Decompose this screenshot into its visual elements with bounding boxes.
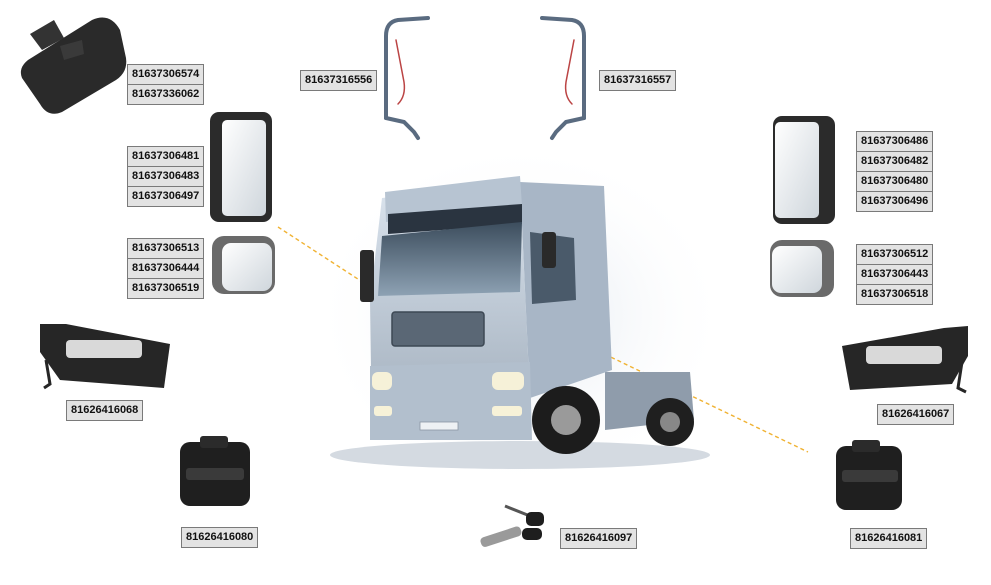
- main-mirror-left-icon: [210, 112, 272, 222]
- label-group-wide-mirror-left: 81637306513 81637306444 81637306519: [127, 238, 205, 299]
- part-number-label: 81637306483: [127, 166, 205, 187]
- part-number-label-outer-handle-left: 81626416080: [181, 527, 259, 548]
- part-number-label-outer-handle-right: 81626416081: [850, 528, 928, 549]
- part-number-label: 81637306497: [127, 186, 205, 207]
- label-group-mirror-cover: 81637306574 81637336062: [127, 64, 205, 105]
- leader-line-left: [277, 226, 365, 284]
- part-number-label: 81637306496: [856, 191, 934, 212]
- part-number-label: 81637306518: [856, 284, 934, 305]
- part-number-label: 81637306486: [856, 131, 934, 152]
- part-number-label-inner-handle-left: 81626416068: [66, 400, 144, 421]
- wide-angle-mirror-right-icon: [770, 240, 834, 297]
- mirror-cover-icon: [20, 17, 127, 114]
- part-number-label-inner-handle-right: 81626416067: [877, 404, 955, 425]
- wide-angle-mirror-left-icon: [212, 236, 275, 294]
- part-number-label: 81637336062: [127, 84, 205, 105]
- part-number-label: 81637306443: [856, 264, 934, 285]
- mirror-bracket-left-icon: [384, 16, 430, 140]
- part-number-label: 81637306444: [127, 258, 205, 279]
- label-group-wide-mirror-right: 81637306512 81637306443 81637306518: [856, 244, 934, 305]
- part-number-label: 81637306513: [127, 238, 205, 259]
- label-group-main-mirror-left: 81637306481 81637306483 81637306497: [127, 146, 205, 207]
- part-number-label: 81637306480: [856, 171, 934, 192]
- mirror-bracket-right-icon: [540, 16, 586, 140]
- part-number-label: 81637306481: [127, 146, 205, 167]
- part-number-label-bracket-left: 81637316556: [300, 70, 378, 91]
- inner-door-handle-left-icon: [40, 324, 170, 390]
- part-number-label-lock-keys: 81626416097: [560, 528, 638, 549]
- label-group-main-mirror-right: 81637306486 81637306482 81637306480 8163…: [856, 131, 934, 212]
- part-number-label-bracket-right: 81637316557: [599, 70, 677, 91]
- part-number-label: 81637306519: [127, 278, 205, 299]
- part-number-label: 81637306512: [856, 244, 934, 265]
- inner-door-handle-right-icon: [842, 326, 968, 394]
- main-mirror-right-icon: [773, 116, 835, 224]
- outer-door-handle-left-icon: [180, 436, 250, 506]
- part-number-label: 81637306574: [127, 64, 205, 85]
- truck-cab-image: [330, 176, 710, 469]
- outer-door-handle-right-icon: [836, 440, 902, 510]
- lock-and-keys-icon: [480, 504, 544, 547]
- part-number-label: 81637306482: [856, 151, 934, 172]
